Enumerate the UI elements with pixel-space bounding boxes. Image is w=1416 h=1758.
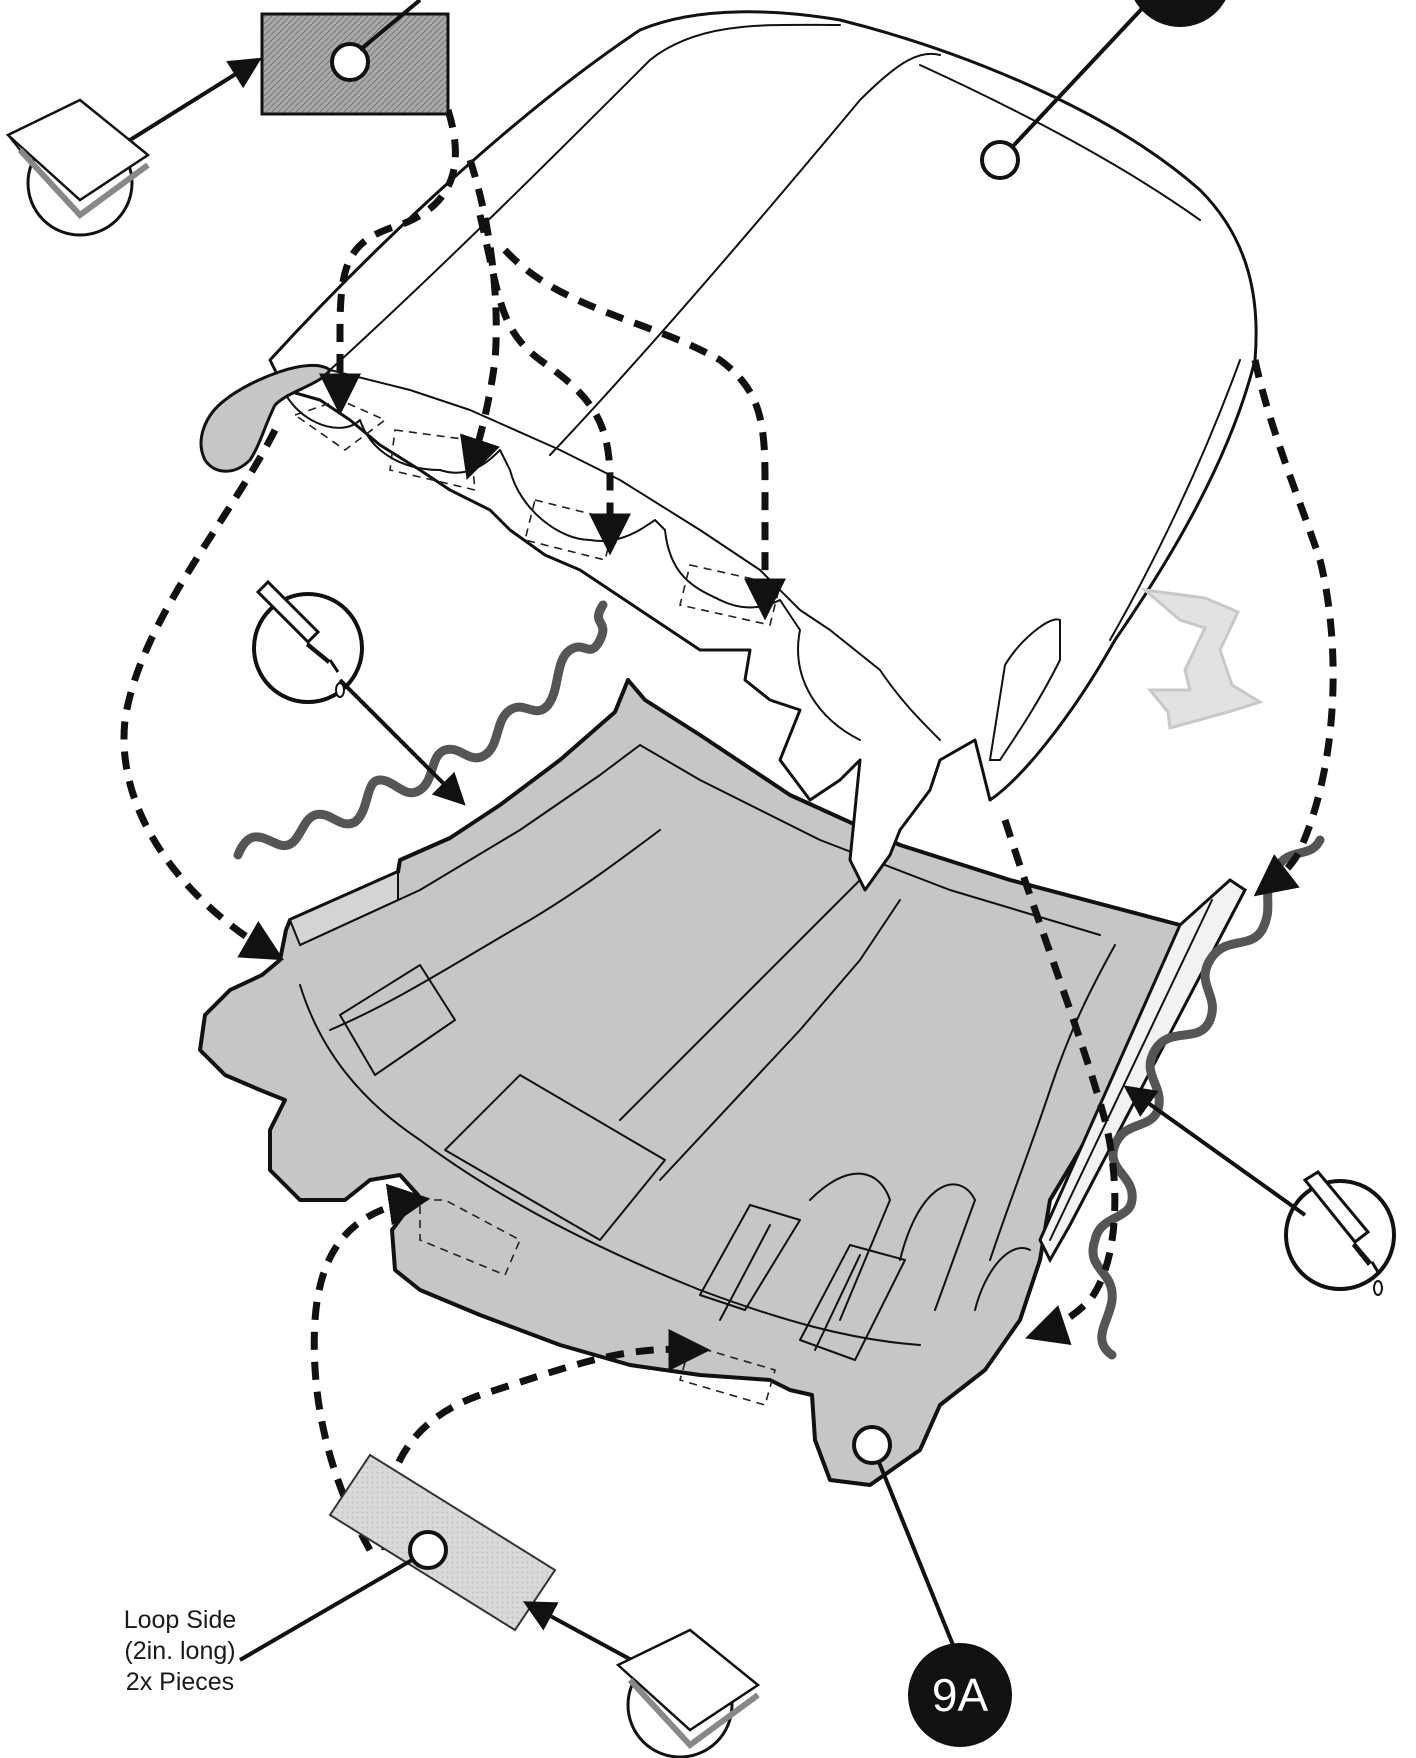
loop-note-line3: 2x Pieces (80, 1667, 280, 1698)
cover-left-flap (201, 365, 330, 471)
fold-direction-arrow-icon (1145, 590, 1260, 728)
peel-backing-icon (8, 100, 148, 235)
loop-side-note: Loop Side (2in. long) 2x Pieces (80, 1605, 280, 1698)
glue-leader-line (340, 680, 460, 800)
loop-note-line1: Loop Side (80, 1605, 280, 1636)
backing-to-hook-arrow (130, 62, 255, 140)
headliner-panel (200, 680, 1245, 1485)
glue-tube-icon (1286, 1172, 1394, 1295)
hook-fastener-pad-icon (262, 14, 448, 114)
peel-backing-icon (618, 1630, 758, 1757)
placement-arrow (124, 430, 275, 955)
glue-leader-line (1130, 1090, 1305, 1215)
placement-arrow (1255, 360, 1333, 890)
headliner-panel-body (200, 680, 1205, 1485)
part-callout-label: 9A (932, 1669, 989, 1721)
loop-note-line2: (2in. long) (80, 1636, 280, 1667)
